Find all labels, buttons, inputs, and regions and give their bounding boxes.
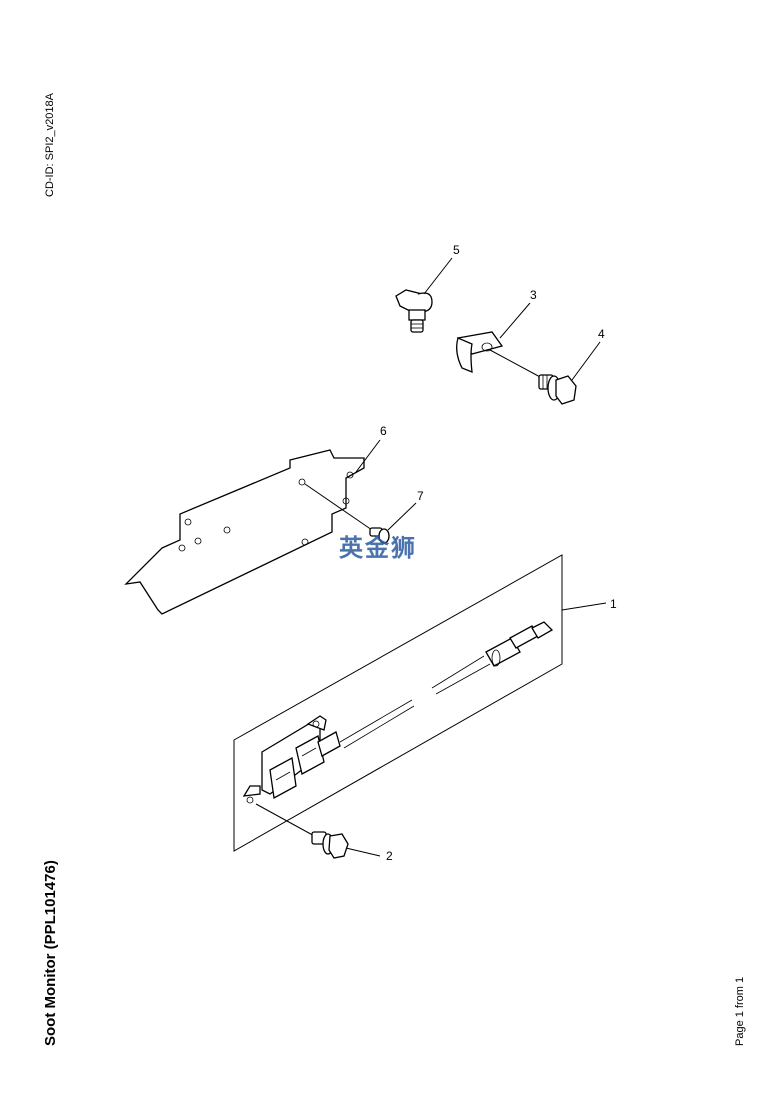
part-3-clamp [456, 331, 504, 374]
axis-line-6-7 [304, 483, 373, 531]
part-6-bracket [124, 449, 365, 615]
callout-7: 7 [417, 489, 424, 503]
part-4-bolt [538, 374, 577, 405]
callout-2: 2 [386, 849, 393, 863]
leader-3 [499, 302, 531, 339]
part-1-frame [233, 554, 563, 852]
callout-5: 5 [453, 243, 460, 257]
part-2-bolt [311, 831, 349, 859]
axis-line-3-4 [489, 349, 543, 379]
leader-4 [571, 341, 601, 381]
watermark-logo: 英金狮 [339, 534, 417, 562]
axis-line-2 [255, 803, 319, 839]
leader-5 [423, 257, 453, 295]
leader-7 [387, 502, 417, 531]
leader-1 [561, 602, 607, 611]
part-5-clip [395, 289, 433, 333]
callout-3: 3 [530, 288, 537, 302]
part-1-soot-sensor [242, 621, 554, 804]
callout-1: 1 [610, 597, 617, 611]
callout-4: 4 [598, 327, 605, 341]
leader-6 [355, 439, 381, 473]
leader-2 [345, 847, 381, 857]
part-7-screw [369, 527, 390, 544]
callout-6: 6 [380, 424, 387, 438]
